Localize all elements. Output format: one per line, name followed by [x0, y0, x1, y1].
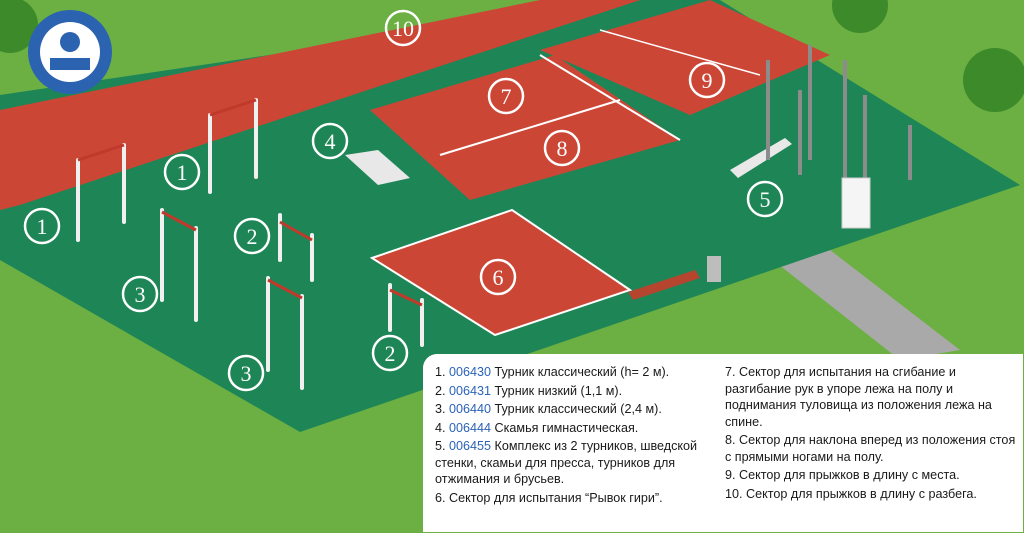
bench-4 [345, 150, 410, 185]
sector-6 [369, 208, 633, 337]
zone-marker-7: 7 [501, 84, 512, 109]
zone-marker-3: 3 [135, 282, 146, 307]
legend-item-number: 10. [725, 486, 747, 501]
zone-marker-ring [543, 129, 581, 167]
zone-marker-ring [163, 153, 201, 191]
zone-marker-2: 2 [385, 341, 396, 366]
legend-item-number: 6. [435, 490, 450, 505]
legend-item-text: Турник классический (h= 2 м). [494, 365, 670, 379]
legend-item-code: 006455 [449, 439, 495, 453]
legend-item-text: Скамья гимнастическая. [494, 420, 639, 435]
legend-item-code: 006444 [449, 420, 495, 435]
zone-markers: 1 1 2 2 3 3 4 5 6 7 8 9 10 [23, 9, 784, 392]
info-stand [841, 177, 871, 229]
zone-marker-ring [371, 334, 409, 372]
zone-marker-ring [384, 9, 422, 47]
legend-item-number: 4. [435, 420, 450, 435]
zone-marker-ring [479, 258, 517, 296]
legend-item-9: 9. Сектор для прыжков в длину с места. [725, 467, 1017, 484]
legend-item-text: Сектор для прыжков в длину с места. [739, 468, 960, 482]
tree [0, 0, 38, 53]
legend-item-4: 4. 006444 Скамья гимнастическая. [435, 420, 725, 437]
legend-left-column: 1. 006430 Турник классический (h= 2 м). 2… [435, 364, 725, 508]
zone-marker-3: 3 [241, 361, 252, 386]
zone-marker-6: 6 [493, 265, 504, 290]
legend-item-number: 2. [435, 383, 450, 398]
legend-item-code: 006440 [449, 402, 495, 416]
legend-item-text: Сектор для испытания на сгибание и разги… [725, 365, 992, 429]
footpath [760, 250, 960, 360]
zone-marker-4: 4 [325, 129, 336, 154]
zone-marker-1: 1 [37, 214, 48, 239]
zone-marker-9: 9 [702, 68, 713, 93]
legend-item-2: 2. 006431 Турник низкий (1,1 м). [435, 383, 725, 400]
zone-marker-ring [688, 61, 726, 99]
zone-marker-ring [227, 354, 265, 392]
legend-item-8: 8. Сектор для наклона вперед из положени… [725, 432, 1017, 465]
zone-marker-ring [233, 217, 271, 255]
legend-item-text: Комплекс из 2 турников, шведской стенки,… [435, 439, 698, 486]
legend-item-7: 7. Сектор для испытания на сгибание и ра… [725, 364, 1017, 430]
legend-item-6: 6. Сектор для испытания “Рывок гири”. [435, 490, 725, 507]
legend-item-text: Сектор для прыжков в длину с разбега. [746, 486, 977, 501]
legend-item-number: 1. [435, 365, 450, 379]
legend-item-number: 3. [435, 402, 450, 416]
legend-panel: 1. 006430 Турник классический (h= 2 м). 2… [423, 354, 1023, 532]
zone-marker-1: 1 [177, 160, 188, 185]
zone-marker-ring [487, 77, 525, 115]
trash-bin [707, 256, 721, 282]
legend-item-text: Турник классический (2,4 м). [494, 402, 662, 416]
legend-item-number: 9. [725, 468, 740, 482]
sector-7-8 [370, 55, 680, 200]
tree [963, 48, 1024, 112]
legend-item-1: 1. 006430 Турник классический (h= 2 м). [435, 364, 725, 381]
zone-marker-ring [311, 122, 349, 160]
zone-marker-2: 2 [247, 224, 258, 249]
zone-marker-ring [23, 207, 61, 245]
legend-item-text: Сектор для наклона вперед из положения с… [725, 433, 1016, 464]
complex-5 [766, 45, 912, 185]
tree [832, 0, 888, 33]
zone-marker-5: 5 [760, 187, 771, 212]
zone-marker-10: 10 [392, 16, 414, 41]
zone-marker-ring [121, 275, 159, 313]
legend-item-number: 7. [725, 365, 740, 379]
sector-10-track [0, 0, 640, 210]
zone-marker-ring [746, 180, 784, 218]
legend-item-number: 5. [435, 439, 450, 453]
zone-marker-8: 8 [557, 136, 568, 161]
legend-item-5: 5. 006455 Комплекс из 2 турников, шведск… [435, 438, 725, 488]
legend-item-code: 006431 [449, 383, 495, 398]
bench-5 [730, 138, 792, 178]
legend-right-column: 7. Сектор для испытания на сгибание и ра… [725, 364, 1017, 504]
legend-item-10: 10. Сектор для прыжков в длину с разбега… [725, 486, 1017, 503]
sector-9 [540, 0, 830, 115]
bench-6 [628, 270, 700, 300]
legend-item-code: 006430 [449, 365, 495, 379]
legend-item-number: 8. [725, 433, 740, 447]
legend-item-text: Сектор для испытания “Рывок гири”. [449, 490, 663, 505]
legend-item-text: Турник низкий (1,1 м). [494, 383, 623, 398]
legend-item-3: 3. 006440 Турник классический (2,4 м). [435, 401, 725, 418]
runner-emblem-icon [28, 10, 112, 94]
